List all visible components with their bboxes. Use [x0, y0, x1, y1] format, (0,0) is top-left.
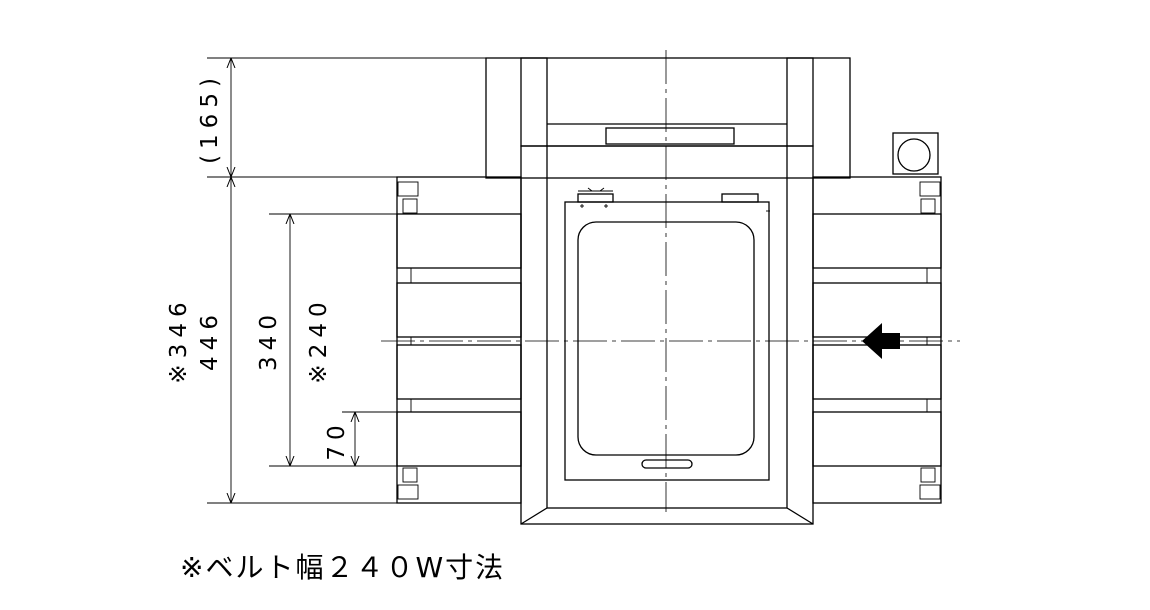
belt-width-note: ※ベルト幅２４０W寸法: [180, 551, 506, 584]
dimension-340: 340: [256, 309, 282, 371]
dimension-240: ※240: [306, 296, 332, 383]
centerlines: [381, 50, 960, 512]
inner-panel: [564, 187, 770, 481]
dimension-lines: [207, 57, 486, 504]
left-rollers: [396, 176, 522, 504]
central-frame: [520, 145, 814, 525]
motor-box: [892, 132, 939, 175]
four-way-arrow-icon: [578, 187, 613, 208]
dimension-165: (165): [197, 72, 223, 164]
dimension-446: 446: [197, 309, 223, 371]
flow-direction-arrow-icon: [862, 323, 900, 359]
dimension-346: ※346: [166, 296, 192, 383]
dimension-70: 70: [324, 419, 350, 460]
top-motor-housing: [485, 57, 851, 179]
